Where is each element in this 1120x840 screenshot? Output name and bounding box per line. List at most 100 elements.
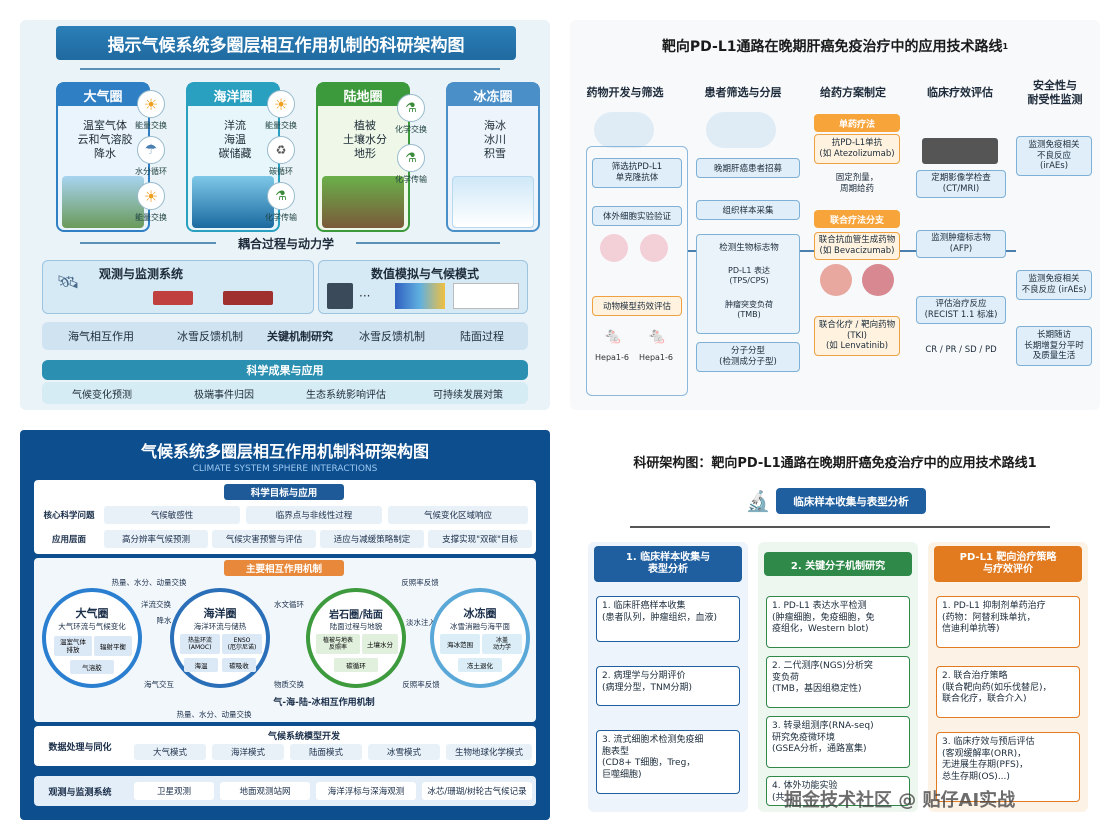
- research-ship-icon: [153, 291, 193, 305]
- column-2-item: 1. PD-L1 表达水平检测 (肿瘤细胞，免疫细胞，免 疫组化，Western…: [766, 596, 910, 648]
- results-title: 科学成果与应用: [42, 360, 528, 380]
- goals-title: 科学目标与应用: [224, 484, 344, 500]
- ct-scan-image: [922, 138, 998, 164]
- interaction-label: 化学传输: [384, 174, 438, 185]
- safety-step: 监测免疫相关 不良反应 (irAEs): [1016, 270, 1092, 300]
- eval-step: 监测肿瘤标志物 (AFP): [916, 230, 1006, 258]
- ice-illustration: [452, 176, 534, 228]
- result-item: 生态系统影响评估: [286, 382, 406, 404]
- sphere-name: 陆地圈: [318, 84, 408, 106]
- sphere-item: 温室气体 排放: [54, 636, 92, 656]
- flask-icon: ⚗: [397, 94, 425, 122]
- sphere-body: 海冰 冰川 积雪: [452, 110, 538, 170]
- panel-pdl1-roadmap-1: 靶向PD-L1通路在晚期肝癌免疫治疗中的应用技术路线1 药物开发与筛选 患者筛选…: [570, 20, 1100, 410]
- key-item: 冰雪反馈机制: [342, 322, 442, 350]
- model-item: 生物地球化学模式: [446, 744, 532, 760]
- patient-step: 组织样本采集: [696, 200, 800, 220]
- goal-item: 气候变化区域响应: [388, 506, 528, 524]
- interaction-label: 碳循环: [254, 166, 308, 177]
- column-3-head: PD-L1 靶向治疗策略 与疗效评价: [934, 546, 1082, 582]
- obs-item: 冰芯/珊瑚/树轮古气候记录: [422, 782, 532, 800]
- model-item: 大气模式: [134, 744, 206, 760]
- result-item: 气候变化预测: [42, 382, 162, 404]
- sun-icon: ☀: [267, 90, 295, 118]
- eval-step: 评估治疗反应 (RECIST 1.1 标准): [916, 296, 1006, 324]
- panel2-title-text: 靶向PD-L1通路在晚期肝癌免疫治疗中的应用技术路线: [662, 36, 1003, 56]
- panel-pdl1-roadmap-2: 科研架构图：靶向PD-L1通路在晚期肝癌免疫治疗中的应用技术路线1 🔬 临床样本…: [570, 430, 1100, 820]
- panel3-title: 气候系统多圈层相互作用机制科研架构图: [20, 438, 550, 462]
- mono-therapy-note: 固定剂量， 周期给药: [814, 170, 900, 198]
- sphere-sub: 海洋环流与储热: [174, 620, 266, 632]
- sphere-item: 土壤水分: [362, 634, 398, 654]
- key-item: 海气相互作用: [46, 322, 156, 350]
- result-item: 极端事件归因: [164, 382, 284, 404]
- cell-dish-icon: [600, 234, 628, 262]
- sphere-ocean-circle: 海洋圈 海洋环流与储热 热盐环流 (AMOC) ENSO (厄尔尼诺) 海温 碳…: [170, 588, 270, 688]
- obs-item: 卫星观测: [134, 782, 214, 800]
- sphere-atmosphere-circle: 大气圈 大气环流与气候变化 温室气体 排放 辐射平衡 气溶胶: [42, 588, 142, 688]
- key-research-bar: 海气相互作用 冰雪反馈机制 关键机制研究 冰雪反馈机制 陆面过程: [42, 322, 528, 350]
- panel4-title: 科研架构图：靶向PD-L1通路在晚期肝癌免疫治疗中的应用技术路线1: [570, 450, 1100, 472]
- coupling-label: 耦合过程与动力学: [216, 232, 356, 254]
- flow-label: 水文循环: [264, 598, 314, 610]
- connector: [1006, 250, 1016, 252]
- sphere-land-circle: 岩石圈/陆面 陆面过程与地貌 植被与地表 反照率 土壤水分 碳循环: [306, 588, 406, 688]
- branch-line: [630, 526, 1050, 528]
- sphere-name: 海洋圈: [174, 606, 266, 620]
- sphere-body: 洋流 海温 碳储藏: [192, 110, 278, 170]
- column-header: 患者筛选与分层: [688, 80, 798, 104]
- sphere-name: 岩石圈/陆面: [310, 606, 402, 620]
- sphere-item: 冻土退化: [458, 658, 502, 672]
- sphere-name: 冰冻圈: [448, 84, 538, 106]
- model-item: 陆面模式: [290, 744, 362, 760]
- interaction-label: 能量交换: [124, 212, 178, 223]
- satellite-icon: 🛰: [51, 267, 85, 297]
- coupling-label: 气-海-陆-冰相互作用机制: [224, 694, 424, 708]
- column-header: 药物开发与筛选: [580, 80, 670, 104]
- goals-box: 科学目标与应用 核心科学问题 气候敏感性 临界点与非线性过程 气候变化区域响应 …: [34, 480, 536, 554]
- top-connector: [80, 68, 500, 70]
- column-1-head: 1. 临床样本收集与 表型分析: [594, 546, 742, 582]
- model-dev-box: 数据处理与同化 气候系统模型开发 大气模式 海洋模式 陆面模式 冰雪模式 生物地…: [34, 726, 536, 766]
- vessel-icon: [820, 264, 852, 296]
- goal-item: 气候敏感性: [104, 506, 240, 524]
- sphere-sub: 大气环流与气候变化: [46, 620, 138, 632]
- connector: [688, 250, 696, 252]
- mono-therapy-drug: 抗PD-L1单抗 (如 Atezolizumab): [814, 134, 900, 164]
- application-item: 气候灾害预警与评估: [212, 530, 316, 548]
- watermark: 掘金技术社区 @ 贴仔AI实战: [784, 786, 1094, 812]
- sphere-name: 大气圈: [46, 606, 138, 620]
- sun-icon: ☀: [137, 90, 165, 118]
- flow-label: 反照率反馈: [396, 678, 446, 690]
- sphere-item: 碳吸收: [222, 658, 256, 672]
- panel1-title: 揭示气候系统多圈层相互作用机制的科研架构图: [56, 26, 516, 60]
- sphere-land: 陆地圈 植被 土壤水分 地形: [316, 82, 410, 232]
- column-header: 安全性与 耐受性监测: [1010, 76, 1100, 110]
- column-header: 给药方案制定: [808, 80, 898, 104]
- flow-label: 海气交互: [134, 678, 184, 690]
- cell-dish-icon: [640, 234, 668, 262]
- panel-climate-architecture-2: 气候系统多圈层相互作用机制科研架构图 CLIMATE SYSTEM SPHERE…: [20, 430, 550, 820]
- data-assimilation-label: 数据处理与同化: [38, 736, 122, 756]
- server-icon: [327, 283, 353, 309]
- mechanism-box: 主要相互作用机制 热量、水分、动量交换 洋流交换 降水 海气交互 水文循环 物质…: [34, 558, 536, 722]
- flow-label: 反照率反馈: [390, 576, 450, 588]
- interaction-label: 化学传输: [254, 212, 308, 223]
- sphere-cryosphere-circle: 冰冻圈 冰雪消融与海平面 海冰范围 冰盖 动力学 冻土退化: [430, 588, 530, 688]
- interaction-label: 化学交换: [384, 124, 438, 135]
- flask-icon: ⚗: [397, 144, 425, 172]
- sphere-cryosphere: 冰冻圈 海冰 冰川 积雪: [446, 82, 540, 232]
- top-node: 临床样本收集与表型分析: [776, 488, 926, 514]
- connector: [900, 250, 916, 252]
- mouse-label: Hepa1-6: [590, 350, 634, 364]
- application-item: 适应与减缓策略制定: [320, 530, 424, 548]
- research-ship-icon: [223, 291, 273, 305]
- drug-step: 动物模型药效评估: [592, 296, 682, 316]
- model-item: 海洋模式: [212, 744, 284, 760]
- column-1-item: 2. 病理学与分期评价 (病理分型，TNM分期): [596, 666, 740, 706]
- obs-item: 海洋浮标与深海观测: [316, 782, 416, 800]
- line-chart-icon: [453, 283, 519, 309]
- sphere-item: 热盐环流 (AMOC): [180, 634, 220, 654]
- observation-label: 观测与监测系统: [38, 782, 122, 800]
- biomarker-title: 检测生物标志物: [697, 239, 801, 255]
